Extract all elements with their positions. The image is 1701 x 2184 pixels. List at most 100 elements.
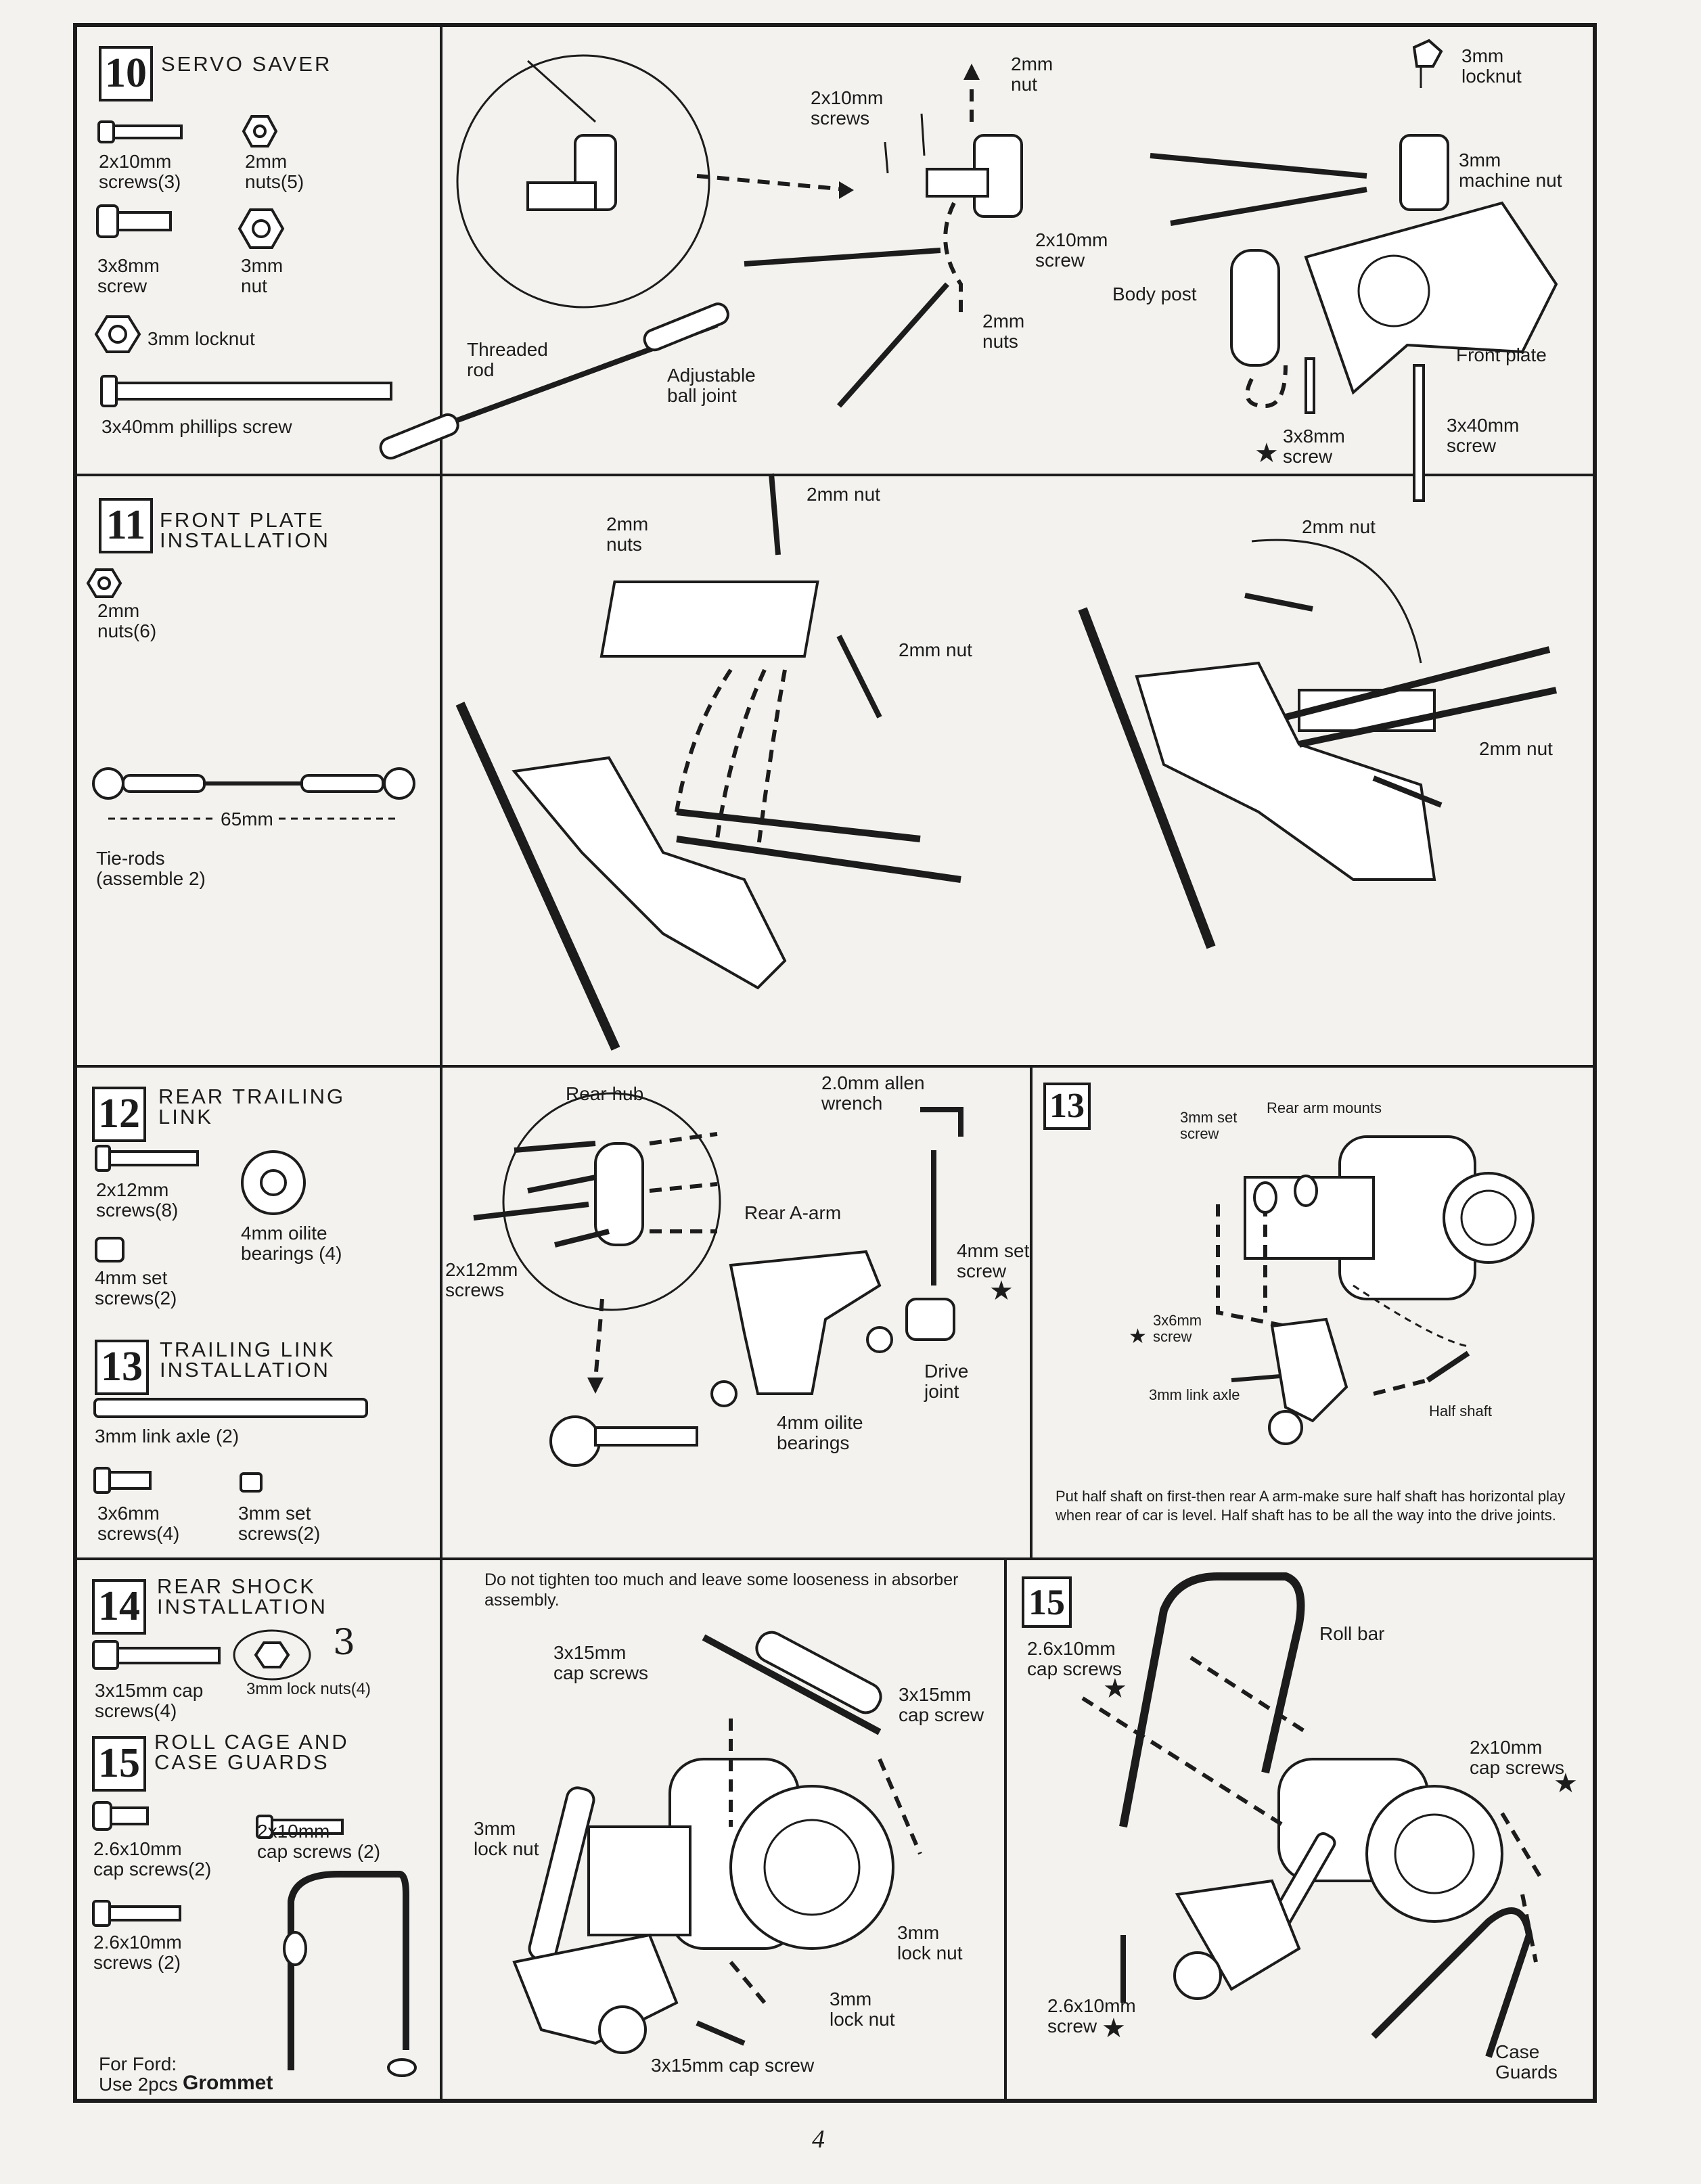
callout: 2mm nut: [1302, 516, 1376, 537]
step-number: 10: [99, 46, 153, 101]
step14-note: Do not tighten too much and leave some l…: [484, 1570, 959, 1610]
star-icon: ★: [1129, 1325, 1147, 1348]
star-icon: ★: [1254, 438, 1279, 468]
star-icon: ★: [989, 1276, 1014, 1306]
divider: [1004, 1557, 1007, 2103]
callout: 3mm link axle: [1149, 1386, 1240, 1403]
callout: Rear arm mounts: [1267, 1099, 1382, 1116]
step-title: ROLL CAGE AND CASE GUARDS: [154, 1730, 349, 1774]
part-label: 2x10mm screws(3): [99, 151, 181, 192]
callout: 3mm lock nut: [474, 1818, 539, 1859]
ford-note: For Ford: Use 2pcs: [99, 2053, 178, 2095]
callout: 3x8mm screw: [1283, 426, 1345, 467]
callout: Drive joint: [924, 1361, 969, 1402]
callout: Body post: [1112, 283, 1197, 304]
callout: 4mm oilite bearings: [777, 1412, 863, 1453]
star-icon: ★: [1103, 1674, 1127, 1704]
part-label: 2mm nuts(5): [245, 151, 304, 192]
part-label: 3mm lock nuts(4): [246, 1680, 371, 1698]
callout: 2.0mm allen wrench: [821, 1072, 925, 1114]
part-label: Tie-rods (assemble 2): [96, 848, 206, 889]
divider: [440, 23, 443, 2103]
part-label: 2x10mm cap screws (2): [257, 1821, 381, 1862]
step-number: 14: [92, 1579, 146, 1635]
callout: 3mm lock nut: [897, 1922, 963, 1963]
divider: [73, 1065, 1597, 1068]
step-title: TRAILING LINK INSTALLATION: [160, 1338, 336, 1382]
step13-note: Put half shaft on first-then rear A arm-…: [1056, 1488, 1566, 1524]
callout: Rear A-arm: [744, 1202, 842, 1223]
part-label: 65mm: [217, 809, 277, 829]
grommet-label: Grommet: [183, 2072, 273, 2094]
callout: 2.6x10mm cap screws: [1027, 1638, 1122, 1679]
page-number: 4: [812, 2125, 825, 2154]
part-label: 3mm set screws(2): [238, 1503, 321, 1544]
step-number: 13: [95, 1340, 149, 1395]
callout: 2x10mm screws: [811, 87, 884, 129]
handwritten-note: 3: [333, 1622, 356, 1663]
step-number: 11: [99, 498, 153, 553]
callout: Case Guards: [1495, 2041, 1558, 2083]
part-label: 3x15mm cap screws(4): [95, 1680, 204, 1721]
step-title: SERVO SAVER: [161, 52, 332, 76]
part-label: 3mm link axle (2): [95, 1426, 240, 1447]
callout: 3x15mm cap screw: [651, 2055, 815, 2076]
step-number: 15: [1022, 1576, 1072, 1628]
part-label: 4mm set screws(2): [95, 1267, 177, 1309]
step-number: 12: [92, 1087, 146, 1142]
callout: Rear hub: [566, 1083, 644, 1104]
callout: 2.6x10mm screw: [1047, 1995, 1136, 2037]
divider: [73, 1557, 1597, 1560]
callout: 2mm nuts: [982, 311, 1025, 352]
star-icon: ★: [1553, 1769, 1578, 1798]
part-label: 3mm locknut: [148, 328, 255, 349]
part-label: 3mm nut: [241, 255, 284, 296]
callout: 2x10mm cap screws: [1470, 1737, 1565, 1778]
callout: 2x12mm screws: [445, 1259, 518, 1300]
callout: 2x10mm screw: [1035, 229, 1108, 271]
part-label: 3x6mm screws(4): [97, 1503, 180, 1544]
part-label: 2mm nuts(6): [97, 600, 157, 641]
part-label: 3x8mm screw: [97, 255, 160, 296]
star-icon: ★: [1102, 2014, 1126, 2043]
callout: 3mm set screw: [1180, 1109, 1238, 1142]
callout: Adjustable ball joint: [667, 365, 756, 406]
callout: 3mm machine nut: [1459, 150, 1562, 191]
callout: 3x15mm cap screw: [899, 1684, 984, 1725]
callout: 2mm nut: [899, 639, 972, 660]
callout: Half shaft: [1429, 1403, 1492, 1419]
divider: [1030, 1065, 1033, 1559]
part-label: 3x40mm phillips screw: [101, 416, 292, 437]
callout: 4mm set screw: [957, 1240, 1030, 1281]
part-label: 2.6x10mm screws (2): [93, 1932, 182, 1973]
part-label: 4mm oilite bearings (4): [241, 1223, 342, 1264]
callout: Threaded rod: [467, 339, 548, 380]
part-label: 2.6x10mm cap screws(2): [93, 1838, 212, 1880]
callout: Front plate: [1456, 344, 1547, 365]
step-title: REAR SHOCK INSTALLATION: [157, 1574, 327, 1618]
instruction-page: [73, 23, 1597, 2103]
callout: 3x40mm screw: [1447, 415, 1520, 456]
callout: 2mm nut: [1479, 738, 1553, 759]
step-title: REAR TRAILING LINK: [158, 1085, 346, 1129]
callout: 3x15mm cap screws: [553, 1642, 649, 1683]
step-title: FRONT PLATE INSTALLATION: [160, 508, 330, 552]
callout: 2mm nut: [807, 484, 880, 505]
callout: 3mm lock nut: [830, 1988, 895, 2030]
step-number: 15: [92, 1736, 146, 1792]
callout: 2mm nuts: [606, 514, 649, 555]
callout: 3x6mm screw: [1153, 1312, 1202, 1345]
callout: Roll bar: [1319, 1623, 1385, 1644]
part-label: 2x12mm screws(8): [96, 1179, 179, 1221]
